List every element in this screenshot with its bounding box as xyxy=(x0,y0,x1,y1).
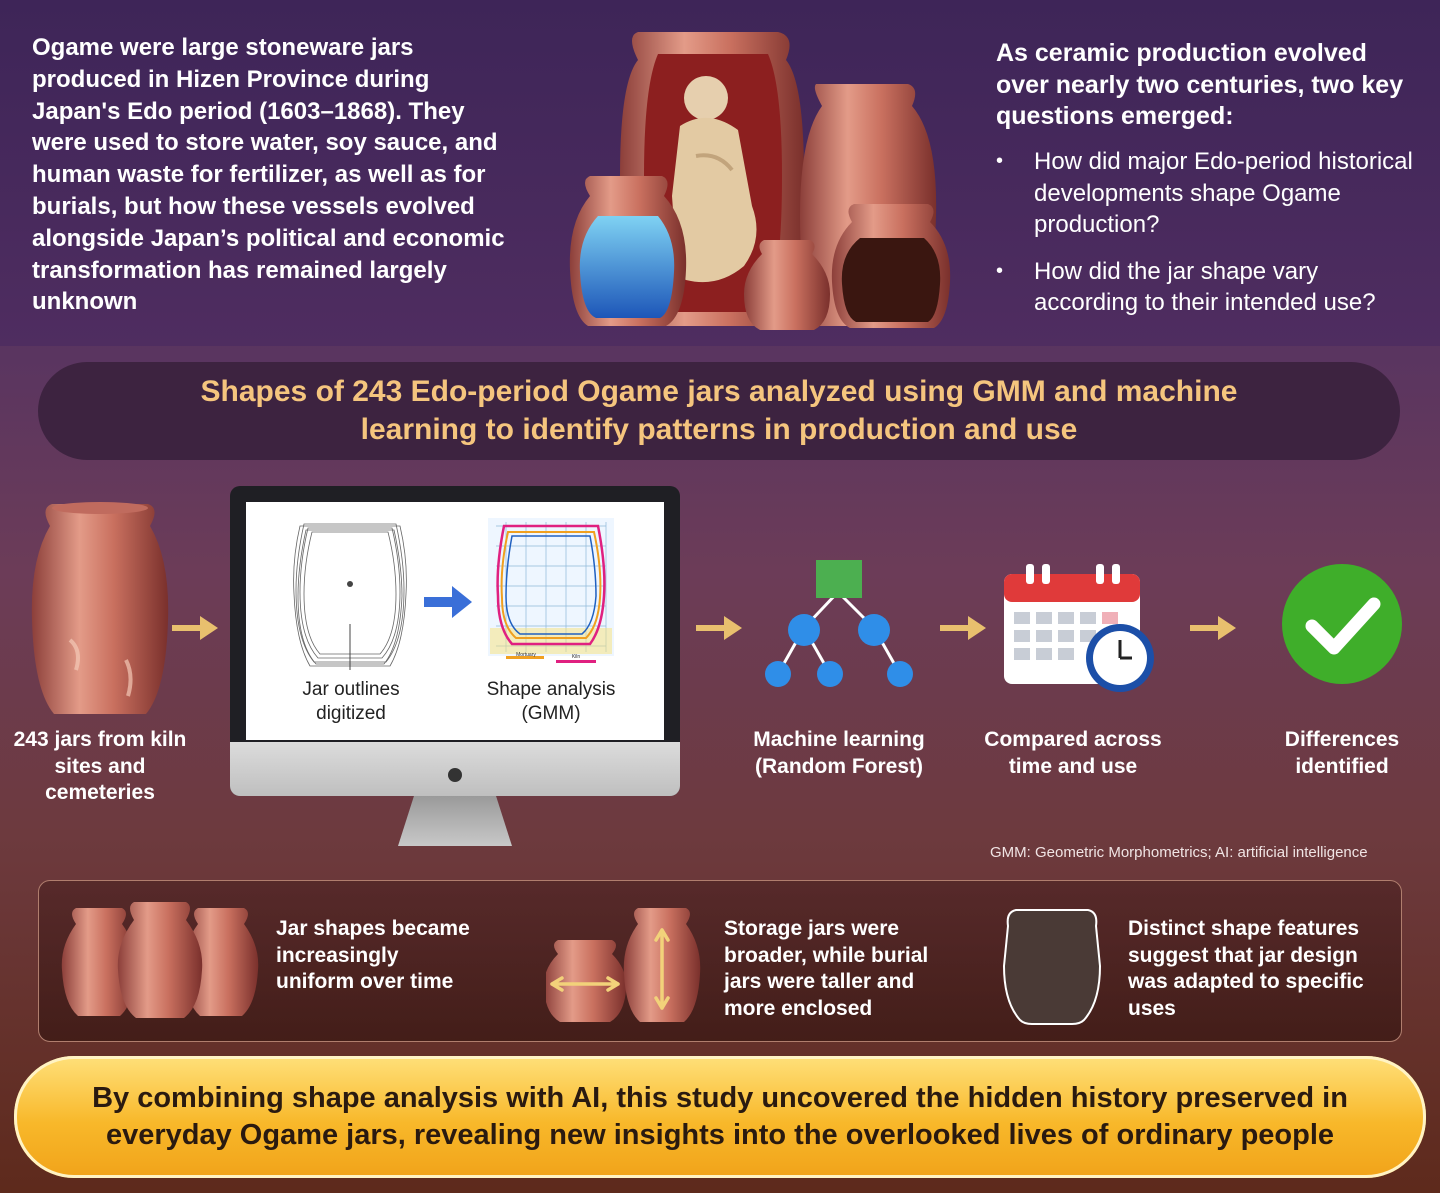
headline-text: Shapes of 243 Edo-period Ogame jars anal… xyxy=(200,375,1238,446)
arrow-right-icon xyxy=(424,586,472,618)
ogame-jars-illustration xyxy=(569,32,951,330)
jar-silhouette-icon xyxy=(1002,909,1102,1025)
results-panel xyxy=(38,880,1402,1042)
storage-vs-burial-jars-icon xyxy=(546,908,701,1022)
question-item: How did major Edo-period historical deve… xyxy=(996,146,1426,241)
result-design-text: Distinct shape features suggest that jar… xyxy=(1128,917,1364,1020)
arrow-right-icon xyxy=(172,616,218,640)
jar-outlines-label: Jar outlines digitized xyxy=(302,679,400,724)
calendar-clock-icon xyxy=(1004,564,1154,692)
legend-kiln: Kiln xyxy=(571,654,581,660)
legend-swatch-mortuary xyxy=(506,656,544,659)
footnote: GMM: Geometric Morphometrics; AI: artifi… xyxy=(990,844,1368,861)
result-storage-burial-text: Storage jars were broader, while burial … xyxy=(724,917,929,1020)
step-jars-label: 243 jars from kiln sites and cemeteries xyxy=(13,728,187,804)
question-item: How did the jar shape vary according to … xyxy=(996,256,1426,319)
step-machine-learning-label: Machine learning (Random Forest) xyxy=(753,728,925,778)
jar-sample-icon xyxy=(31,502,169,714)
step-compared-label: Compared across time and use xyxy=(984,728,1162,778)
uniform-jars-icon xyxy=(61,902,259,1018)
monitor-button xyxy=(448,768,462,782)
gmm-shape-analysis-icon xyxy=(488,518,614,656)
arrow-right-icon xyxy=(696,616,742,640)
headline-banner: Shapes of 243 Edo-period Ogame jars anal… xyxy=(38,362,1400,460)
monitor-stand xyxy=(398,796,512,846)
jar-outlines-icon xyxy=(293,523,407,670)
legend-mortuary: Mortuary xyxy=(516,652,536,658)
questions-title: As ceramic production evolved over nearl… xyxy=(996,39,1404,130)
intro-text: Ogame were large stoneware jars produced… xyxy=(32,34,505,316)
small-jar-icon xyxy=(744,240,830,330)
shape-analysis-label: Shape analysis (GMM) xyxy=(486,679,616,724)
arrow-right-icon xyxy=(1190,616,1236,640)
conclusion-banner: By combining shape analysis with AI, thi… xyxy=(14,1056,1426,1178)
step-differences-label: Differences identified xyxy=(1284,728,1400,778)
decision-tree-icon xyxy=(765,560,913,687)
questions-list: How did major Edo-period historical deve… xyxy=(996,146,1426,334)
conclusion-text: By combining shape analysis with AI, thi… xyxy=(92,1082,1348,1151)
legend-swatch-kiln xyxy=(556,660,596,663)
arrow-right-icon xyxy=(940,616,986,640)
checkmark-icon xyxy=(1282,564,1402,684)
result-uniform-text: Jar shapes became increasingly uniform o… xyxy=(276,917,470,993)
